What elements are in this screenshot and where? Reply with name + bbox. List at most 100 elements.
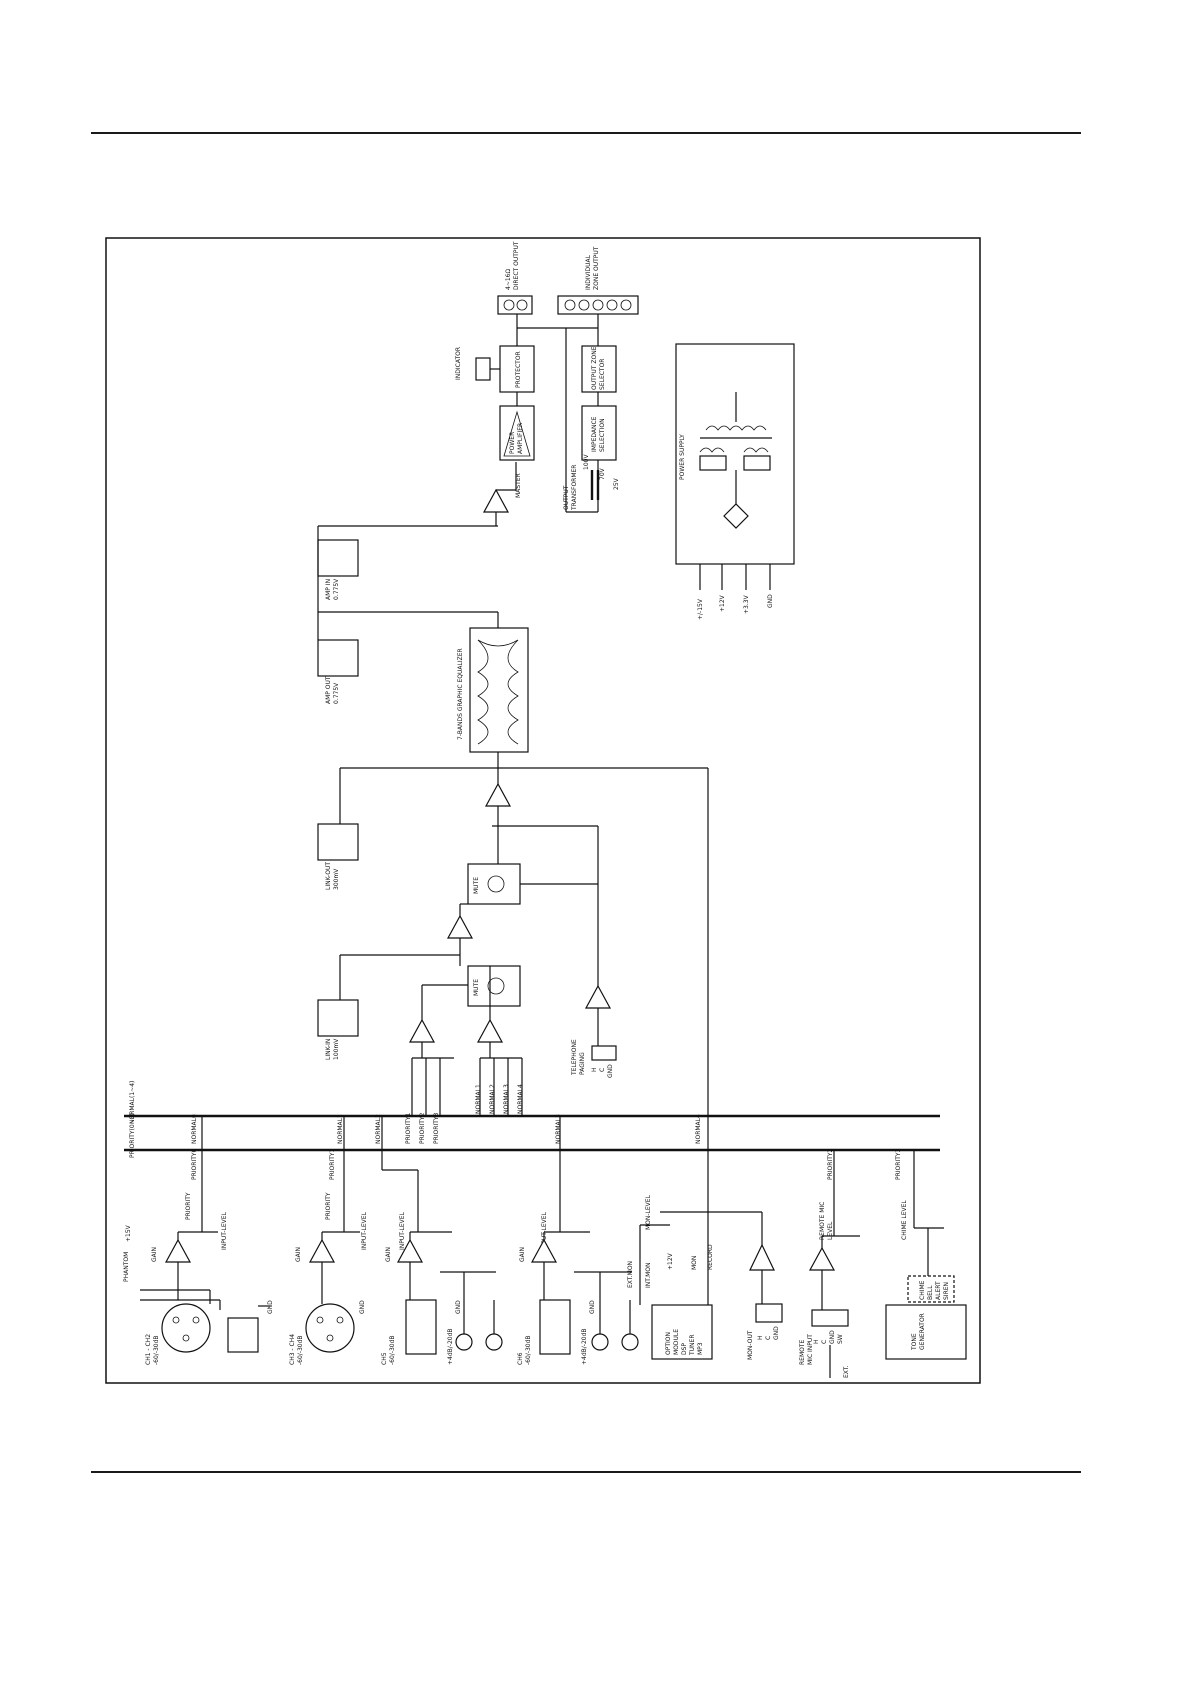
link-in: LINK-IN 100mV (317, 955, 359, 1060)
zone-selector-2: SELECTOR (599, 359, 606, 390)
tap-100v: 100V (583, 454, 590, 470)
remote-ext: EXT. (843, 1365, 850, 1378)
mon-out-c: C (765, 1336, 772, 1340)
footer-rule (91, 1471, 1081, 1473)
input-ch5: CH5 -60/-30dB +4dB/-20dB GAIN INPUT-LEVE… (381, 1211, 503, 1365)
direct-output-label: DIRECT OUTPUT (513, 241, 520, 290)
ch3-ch4-label: CH3 - CH4 (289, 1334, 296, 1365)
amp-out-level: 0.775V (333, 682, 340, 704)
remote-pin-h: H (813, 1339, 820, 1344)
output-transformer: OUTPUT TRANSFORMER 100V 70V 25V (563, 328, 620, 513)
direct-output: 4~16Ω DIRECT OUTPUT (497, 241, 533, 315)
ch5-label: CH5 (381, 1352, 388, 1365)
mon-level-label: MON-LEVEL (645, 1194, 652, 1230)
tap-25v: 25V (613, 477, 620, 490)
option-module-title-4: TUNER (689, 1334, 696, 1356)
power-amplifier: POWER AMPLIFIER (499, 405, 535, 461)
mix-priority3: PRIORITY3 (433, 1112, 440, 1144)
mix-normal2: NORMAL2 (489, 1084, 496, 1114)
telephone-pin-h: H (591, 1067, 598, 1072)
ch3-ch4-level: -60/-30dB (297, 1335, 304, 1365)
equalizer-label: 7-BANDS GRAPHIC EQUALIZER (457, 648, 464, 740)
indicator: INDICATOR (455, 347, 500, 381)
input-ch6: CH6 -60/-30dB +4dB/-20dB GAIN INPUT-LEVE… (517, 1211, 639, 1365)
mon-out-h: H (757, 1335, 764, 1340)
amp-out-label: AMP OUT (325, 676, 332, 704)
remote-pin-gnd: GND (829, 1330, 836, 1344)
gain-label-4: GAIN (519, 1247, 526, 1262)
mon-out-label: MON-OUT (747, 1330, 754, 1360)
tap-priority1: PRIORITY1 (329, 1148, 336, 1180)
input-level-label-4: INPUT-LEVEL (541, 1211, 548, 1250)
mix-priority2: PRIORITY2 (419, 1112, 426, 1144)
input-level-label-3: INPUT-LEVEL (399, 1211, 406, 1250)
mute-label-1: MUTE (473, 979, 480, 996)
power-supply-title: POWER SUPPLY (679, 434, 686, 480)
power-supply: POWER SUPPLY +/-15V +12V +3.3V GND (675, 343, 795, 620)
mix-normal1: NORMAL1 (475, 1084, 482, 1114)
bus-priority-label: PRIORITY(0~3) (129, 1113, 136, 1158)
amp-out: AMP OUT 0.775V (317, 639, 359, 704)
bus-normal-label: NORMAL(1~4) (129, 1081, 136, 1124)
tone-generator: TONE GENERATOR CHIME LEVEL CHIME BELL AL… (885, 1200, 967, 1360)
gain-label-1: GAIN (151, 1247, 158, 1262)
remote-mic-input-1: REMOTE (799, 1339, 806, 1365)
power-amp-1: POWER (509, 432, 516, 454)
gnd-label-3: GND (455, 1300, 462, 1314)
remote-pin-sw: SW (837, 1334, 844, 1344)
master-label: MASTER (515, 473, 522, 498)
bus-taps: NORMAL0 PRIORITY0 NORMAL1 PRIORITY1 NORM… (191, 1114, 902, 1180)
zone-selector: OUTPUT ZONE SELECTOR (581, 345, 617, 393)
telephone-pin-gnd: GND (607, 1064, 614, 1078)
telephone-label-2: PAGING (579, 1052, 586, 1075)
link-in-label: LINK-IN (325, 1039, 332, 1060)
chime-opt-chime: CHIME (919, 1280, 926, 1300)
amp-in-level: 0.775V (333, 578, 340, 600)
mon-out-gnd: GND (773, 1326, 780, 1340)
diagram-frame (105, 237, 981, 1384)
ch6-label: CH6 (517, 1352, 524, 1365)
plus12-label: +12V (667, 1252, 674, 1270)
mixer-labels: PRIORITY1 PRIORITY2 PRIORITY3 NORMAL1 NO… (405, 1084, 524, 1144)
tap-normal3: NORMAL3 (555, 1114, 562, 1144)
input-ch3-ch4: CH3 - CH4 -60/-30dB GAIN PRIORITY INPUT-… (289, 1192, 368, 1365)
transformer-2: TRANSFORMER (571, 465, 578, 511)
record-label: RECORD (707, 1244, 714, 1270)
chime-opt-bell: BELL (927, 1285, 934, 1300)
impedance-selection: IMPEDANCE SELECTION (581, 392, 617, 461)
link-out-level: 300mV (333, 868, 340, 890)
tone-gen-2: GENERATOR (919, 1313, 926, 1350)
amp-in-label: AMP IN (325, 579, 332, 600)
tap-priority3: PRIORITY3 (895, 1148, 902, 1180)
telephone-pin-c: C (599, 1068, 606, 1072)
tap-normal2: NORMAL2 (375, 1114, 382, 1144)
mute-block-2: MUTE (467, 863, 521, 905)
tap-priority0: PRIORITY0 (191, 1148, 198, 1180)
power-amp-2: AMPLIFIER (517, 423, 524, 454)
tap-normal4: NORMAL4 (695, 1114, 702, 1144)
gnd-label-2: GND (359, 1300, 366, 1314)
zone-selector-1: OUTPUT ZONE (591, 346, 598, 390)
remote-mic-level-2: LEVEL (827, 1221, 834, 1240)
gnd-label-4: GND (589, 1300, 596, 1314)
option-module-title-2: MODULE (673, 1329, 680, 1355)
remote-mic-level-1: REMOTE MIC (819, 1202, 826, 1240)
remote-pin-c: C (821, 1340, 828, 1344)
remote-mic-input-2: MIC INPUT (807, 1334, 814, 1365)
ch1-ch2-label: CH1 - CH2 (145, 1334, 152, 1365)
mute-label-2: MUTE (473, 877, 480, 894)
priority-label-1: PRIORITY (185, 1192, 192, 1220)
phantom-label: PHANTOM (123, 1252, 130, 1282)
plus15-label: +15V (125, 1224, 132, 1242)
zone-output: INDIVIDUAL ZONE OUTPUT (557, 246, 639, 315)
input-ch1-ch2: CH1 - CH2 -60/-30dB PHANTOM +15V GAIN PR… (123, 1192, 274, 1365)
rail-gnd: GND (767, 594, 774, 608)
zone-output-1: INDIVIDUAL (585, 254, 592, 290)
header-rule (91, 132, 1081, 134)
link-out: LINK-OUT 300mV (317, 768, 359, 890)
mix-normal3: NORMAL3 (503, 1084, 510, 1114)
impedance-2: SELECTION (599, 418, 606, 452)
mon-label: MON (691, 1256, 698, 1270)
chime-level-label: CHIME LEVEL (901, 1200, 908, 1240)
